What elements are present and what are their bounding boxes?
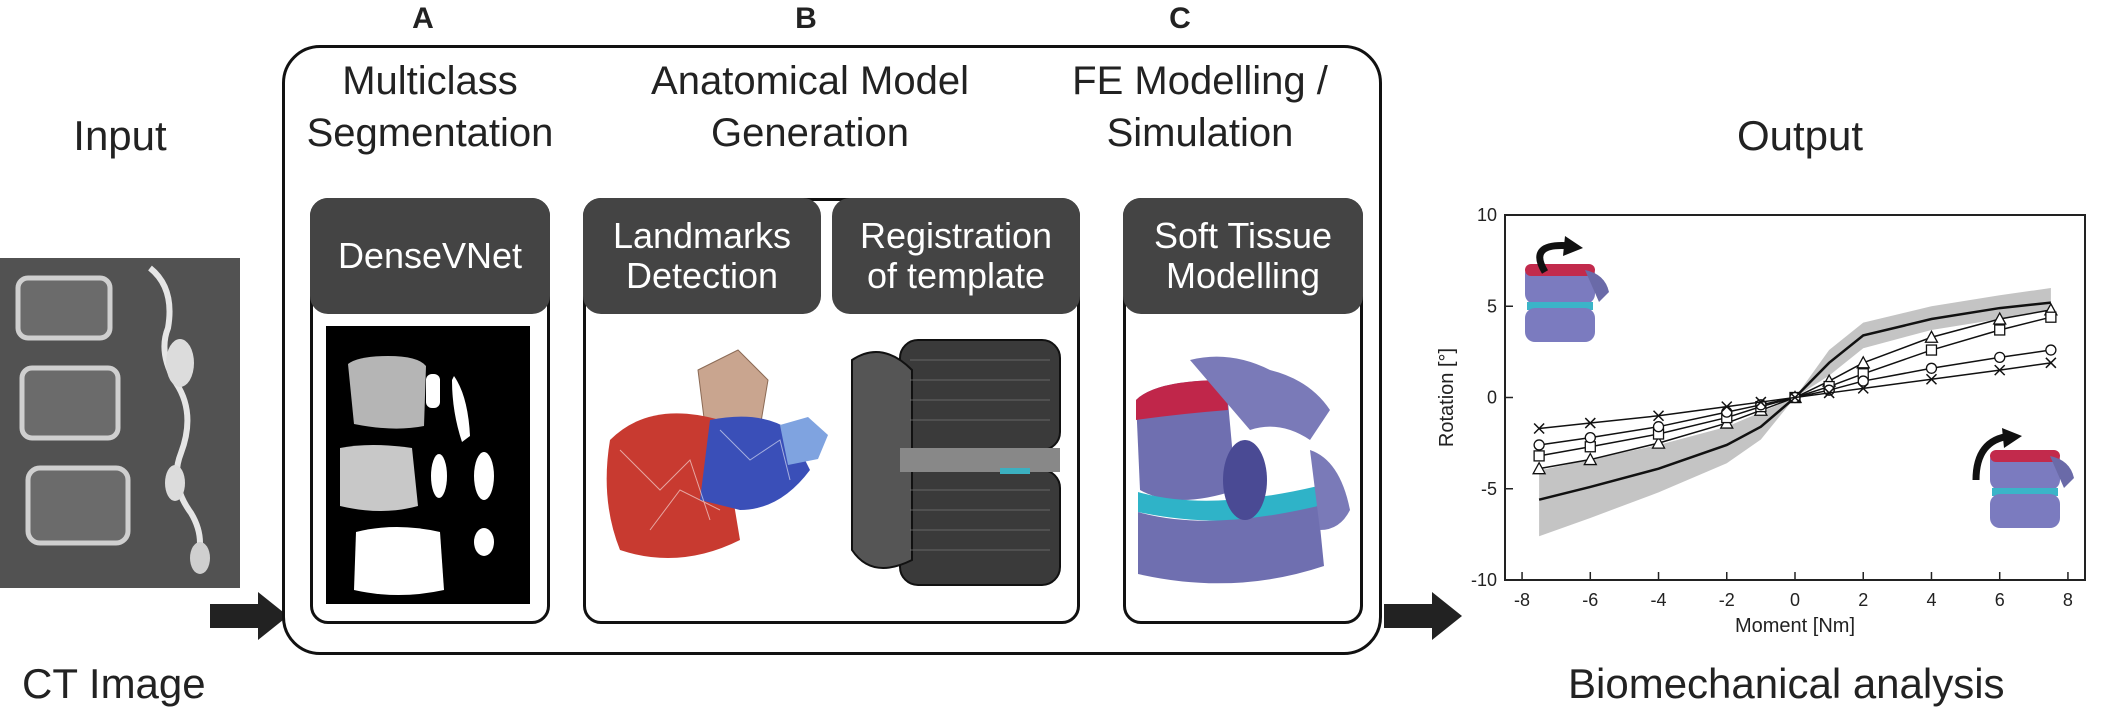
registration-header-line2: of template (866, 255, 1046, 296)
y-tick-label: 10 (1477, 205, 1497, 225)
square-marker (2045, 311, 2057, 323)
x-tick-label: 2 (1858, 590, 1868, 610)
circle-marker (1652, 421, 1665, 433)
x-tick-label: -6 (1582, 590, 1598, 610)
section-b-title-line2: Generation (711, 111, 909, 155)
section-b-title: Anatomical Model Generation (610, 55, 1010, 159)
y-tick-label: 0 (1487, 388, 1497, 408)
y-tick-label: 5 (1487, 296, 1497, 316)
circle-marker (1857, 375, 1869, 387)
section-a-title-line1: Multiclass (342, 59, 518, 103)
registration-header-line1: Registration (859, 215, 1053, 256)
template-mesh-illustration (851, 339, 1061, 586)
ct-image (0, 258, 240, 588)
x-tick-label: -4 (1651, 590, 1667, 610)
square-marker (1994, 324, 2006, 336)
cross-marker (1823, 387, 1835, 399)
square-marker (1533, 450, 1545, 462)
section-b-letter: B (795, 2, 817, 35)
cross-marker (1584, 417, 1596, 429)
circle-marker (2045, 344, 2057, 356)
cross-marker (1755, 396, 1767, 408)
landmarks-mesh-illustration (606, 349, 828, 558)
cross-marker (1533, 422, 1545, 435)
triangle-marker (1583, 452, 1598, 466)
section-a-title-line2: Segmentation (306, 111, 554, 155)
soft-tissue-header-line2: Modelling (1165, 255, 1321, 296)
output-title: Output (1736, 112, 1864, 159)
section-a-letter: A (412, 2, 434, 35)
section-b-title-line1: Anatomical Model (651, 59, 969, 103)
cross-marker (1721, 401, 1733, 413)
section-c-title-line2: Simulation (1106, 111, 1294, 155)
arrow-right-icon (210, 592, 288, 640)
cross-marker (2045, 357, 2057, 369)
input-title: Input (73, 112, 167, 159)
y-axis-label: Rotation [°] (1436, 348, 1458, 447)
landmarks-header-line1: Landmarks (612, 215, 792, 256)
circle-marker (1584, 431, 1596, 444)
vertebra-rotation-icon (1525, 236, 1609, 342)
range-band (1539, 288, 2051, 537)
x-tick-label: -8 (1514, 590, 1530, 610)
triangle-marker (1532, 461, 1547, 475)
circle-marker (1533, 439, 1545, 451)
triangle-marker (1992, 311, 2007, 325)
cross-marker (1994, 364, 2006, 376)
cross-marker (1857, 382, 1869, 394)
series-line-triangle (1538, 309, 2052, 470)
cross-marker (1925, 373, 1938, 385)
landmarks-header: Landmarks Detection (583, 198, 821, 314)
x-tick-label: 0 (1790, 590, 1800, 610)
cross-marker (1789, 391, 1801, 404)
y-tick-label: -10 (1471, 570, 1497, 590)
ct-scan-illustration (0, 258, 240, 588)
segmentation-image (326, 326, 530, 604)
output-caption: Biomechanical analysis (1568, 660, 2005, 707)
section-c-title-line1: FE Modelling / (1072, 59, 1328, 103)
cross-marker (1652, 410, 1665, 422)
fe-model-illustration (1136, 356, 1350, 584)
x-tick-label: 6 (1995, 590, 2005, 610)
vertebra-rotation-icon (1972, 428, 2074, 528)
square-marker (1925, 344, 1938, 356)
registration-header: Registration of template (832, 198, 1080, 314)
x-tick-label: -2 (1719, 590, 1735, 610)
triangle-marker (1924, 329, 1939, 343)
soft-tissue-header-line1: Soft Tissue (1153, 215, 1333, 256)
landmarks-header-line2: Detection (625, 255, 779, 296)
circle-marker (1925, 362, 1938, 374)
circle-marker (1721, 406, 1733, 418)
triangle-marker (1651, 435, 1666, 449)
x-tick-label: 4 (1926, 590, 1936, 610)
series-line-square (1538, 316, 2052, 457)
arrow-right-out-icon (1384, 592, 1462, 640)
section-c-letter: C (1169, 2, 1191, 35)
segmentation-mask (340, 356, 494, 595)
x-tick-label: 8 (2063, 590, 2073, 610)
soft-tissue-header: Soft Tissue Modelling (1123, 198, 1363, 314)
densevnet-header: DenseVNet (310, 198, 550, 314)
section-c-title: FE Modelling / Simulation (1040, 55, 1360, 159)
section-a-title: Multiclass Segmentation (300, 55, 560, 159)
triangle-marker (1856, 355, 1871, 369)
circle-marker (1994, 351, 2006, 364)
x-axis-label: Moment [Nm] (1735, 615, 1855, 637)
y-tick-label: -5 (1481, 479, 1497, 499)
input-caption: CT Image (22, 660, 206, 707)
